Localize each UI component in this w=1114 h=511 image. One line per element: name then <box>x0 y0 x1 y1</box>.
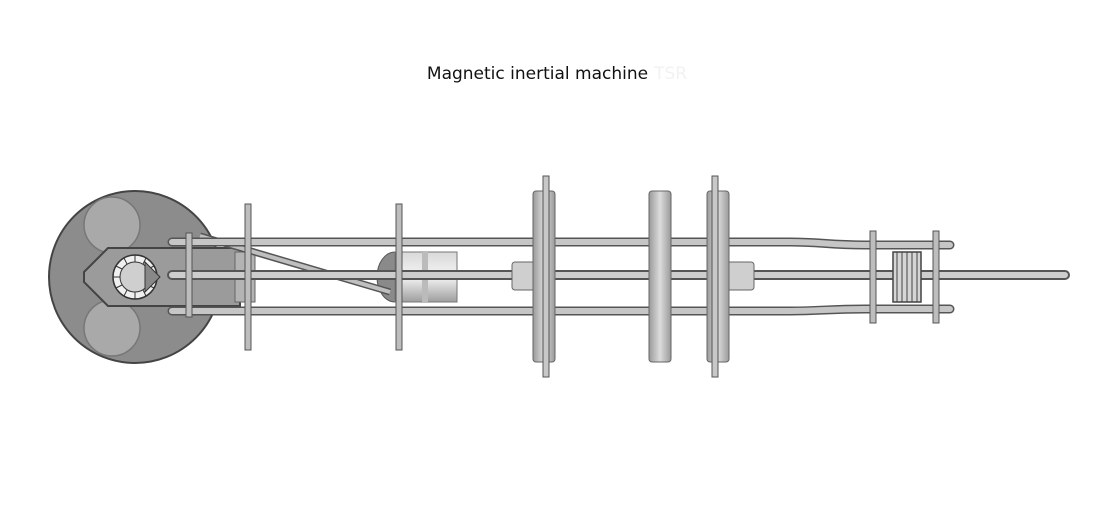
thin-plate <box>932 230 940 324</box>
thin-plate <box>869 230 877 324</box>
thick-plate <box>648 190 672 363</box>
bevel-gear <box>112 254 161 300</box>
spur-gear <box>892 251 922 303</box>
watermark-text: TSR <box>654 64 688 84</box>
thick-plate <box>532 175 556 378</box>
thin-plate <box>244 203 252 351</box>
thin-plate <box>185 232 193 318</box>
thin-plate <box>395 203 403 351</box>
lower-rod <box>167 304 955 316</box>
upper-rod <box>167 237 955 250</box>
thick-plate <box>706 175 730 378</box>
title-text: Magnetic inertial machine <box>426 64 649 84</box>
